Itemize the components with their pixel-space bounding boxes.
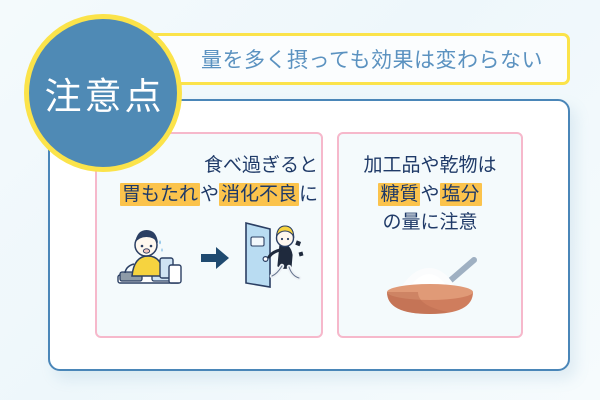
notice-badge-label: 注意点 — [44, 76, 165, 117]
illustration-processed-foods — [371, 248, 489, 321]
arrow-right-icon — [200, 245, 230, 271]
person-eating-icon — [112, 220, 190, 295]
header-banner: 量を多く摂っても効果は変わらない — [104, 33, 570, 85]
card-overeating: 食べ過ぎると 胃もたれや消化不良に — [95, 132, 323, 338]
conjunction-ya-2: や — [420, 183, 440, 205]
highlight-salt: 塩分 — [439, 182, 482, 206]
highlight-indigestion: 消化不良 — [218, 182, 299, 206]
person-rushing-to-toilet-door-icon — [240, 219, 306, 296]
cards-row: 食べ過ぎると 胃もたれや消化不良に — [50, 101, 568, 369]
card-overeating-line1: 食べ過ぎると — [203, 155, 318, 176]
card-overeating-line2: 胃もたれや消化不良に — [94, 181, 324, 210]
highlight-sugar: 糖質 — [378, 182, 421, 206]
illustration-overeating — [112, 219, 306, 296]
particle-ni: に — [298, 183, 318, 205]
card-processed-line1: 加工品や乾物は — [363, 155, 497, 176]
card-processed-line2: 糖質や塩分 — [378, 181, 482, 210]
conjunction-ya: や — [199, 183, 219, 205]
header-title: 量を多く摂っても効果は変わらない — [201, 49, 543, 72]
card-processed-line3: の量に注意 — [382, 212, 478, 233]
bowl-of-salt-with-spoon-icon — [371, 248, 489, 321]
notice-badge: 注意点 — [24, 14, 182, 172]
highlight-stomach-upset: 胃もたれ — [119, 182, 200, 206]
card-processed-foods: 加工品や乾物は 糖質や塩分 の量に注意 — [337, 132, 523, 338]
